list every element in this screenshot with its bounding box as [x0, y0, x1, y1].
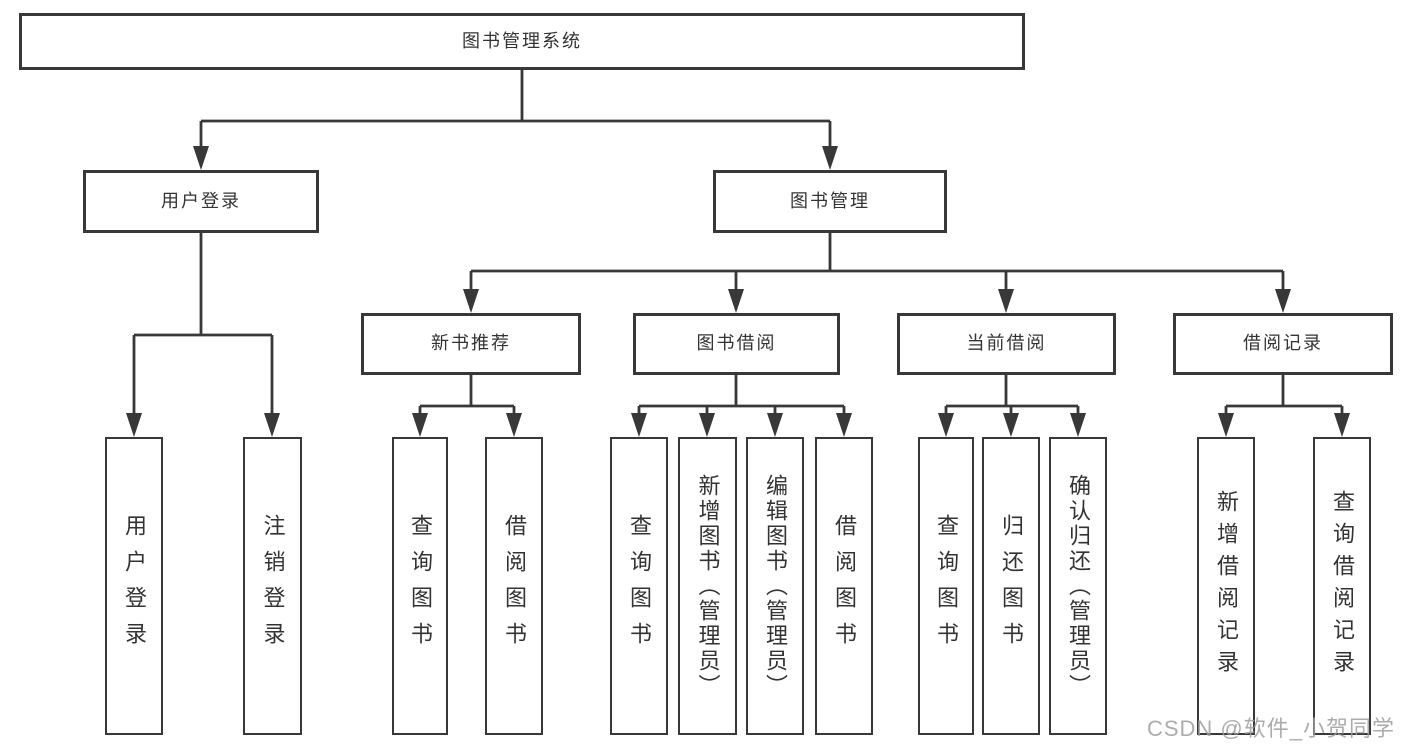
diagram-node-mgmt: 图书管理 [713, 170, 947, 233]
diagram-node-records: 借阅记录 [1173, 313, 1393, 375]
diagram-node-records-query: 查询借阅记录 [1313, 437, 1371, 735]
diagram-node-root: 图书管理系统 [19, 13, 1025, 70]
diagram-node-borrow-edit: 编辑图书（管理员） [746, 437, 804, 735]
diagram-node-borrow-add: 新增图书（管理员） [678, 437, 737, 735]
diagram-node-rec: 新书推荐 [361, 313, 581, 375]
diagram-node-login-user: 用户登录 [105, 437, 163, 735]
diagram-node-rec-query: 查询图书 [392, 437, 448, 735]
diagram-node-current: 当前借阅 [897, 313, 1116, 375]
diagram-node-login: 用户登录 [83, 170, 319, 233]
watermark: CSDN @软件_小贺同学 [1146, 716, 1395, 741]
diagram-node-borrow-query: 查询图书 [610, 437, 668, 735]
diagram-node-current-query: 查询图书 [918, 437, 974, 735]
diagram-node-records-add: 新增借阅记录 [1197, 437, 1255, 735]
diagram-node-login-logout: 注销登录 [243, 437, 302, 735]
diagram-node-borrow-borrow: 借阅图书 [815, 437, 873, 735]
diagram-node-rec-borrow: 借阅图书 [485, 437, 543, 735]
diagram-node-borrow: 图书借阅 [633, 313, 840, 375]
diagram-node-current-return: 归还图书 [982, 437, 1040, 735]
diagram-node-current-confirm: 确认归还（管理员） [1049, 437, 1107, 735]
